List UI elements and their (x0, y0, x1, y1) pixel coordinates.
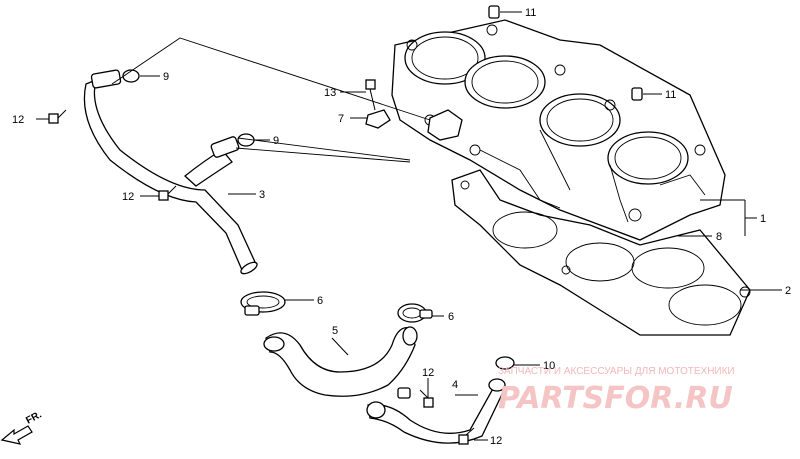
dowel-11b (631, 87, 643, 101)
callout-9a: 9 (163, 71, 169, 83)
callout-12b: 12 (122, 191, 134, 203)
callout-11a: 11 (525, 7, 536, 19)
hose-clamp-6a (240, 291, 286, 316)
bolt-12c (419, 389, 434, 408)
o-ring-9a (122, 69, 140, 83)
callout-4: 4 (452, 379, 458, 391)
callout-12c: 12 (422, 367, 434, 379)
callout-9b: 9 (273, 135, 279, 147)
callout-12d: 12 (490, 435, 502, 447)
hose-clamp-6b (397, 303, 433, 323)
leader-lines (36, 11, 782, 441)
callout-8: 8 (716, 231, 722, 243)
watermark: ЗАПЧАСТИ И АКСЕССУАРЫ ДЛЯ МОТОТЕХНИКИ PA… (498, 366, 735, 416)
front-direction-indicator: FR. (0, 409, 44, 445)
front-label: FR. (24, 409, 44, 426)
watermark-tagline: ЗАПЧАСТИ И АКСЕССУАРЫ ДЛЯ МОТОТЕХНИКИ (498, 366, 735, 377)
callout-6a: 6 (317, 295, 323, 307)
callout-12a: 12 (12, 114, 24, 126)
callout-13: 13 (324, 87, 336, 99)
callout-labels: 1 2 3 4 5 6 6 7 8 9 9 10 11 11 12 12 12 … (12, 7, 791, 447)
bolt-13 (365, 79, 376, 111)
watermark-brand: PARTSFOR.RU (498, 381, 733, 416)
o-ring-10 (495, 356, 515, 370)
reference-lines (111, 37, 431, 163)
front-arrow-icon (0, 425, 33, 445)
water-pipe-3 (83, 69, 258, 275)
callout-1: 1 (760, 213, 766, 225)
callout-3: 3 (259, 189, 265, 201)
bracket-7 (365, 109, 391, 129)
bolt-12d (458, 427, 475, 445)
water-hose-5 (263, 326, 418, 397)
callout-10: 10 (543, 360, 555, 372)
callout-7: 7 (338, 113, 344, 125)
callout-6b: 6 (448, 311, 454, 323)
cylinder-block (391, 19, 726, 241)
callout-5: 5 (332, 325, 338, 337)
dowel-11a (488, 5, 500, 19)
cylinder-base-gasket (451, 169, 751, 336)
callout-11b: 11 (665, 89, 676, 101)
bolt-12a (48, 109, 67, 124)
callout-2: 2 (785, 285, 791, 297)
water-pipe-4 (366, 378, 506, 444)
